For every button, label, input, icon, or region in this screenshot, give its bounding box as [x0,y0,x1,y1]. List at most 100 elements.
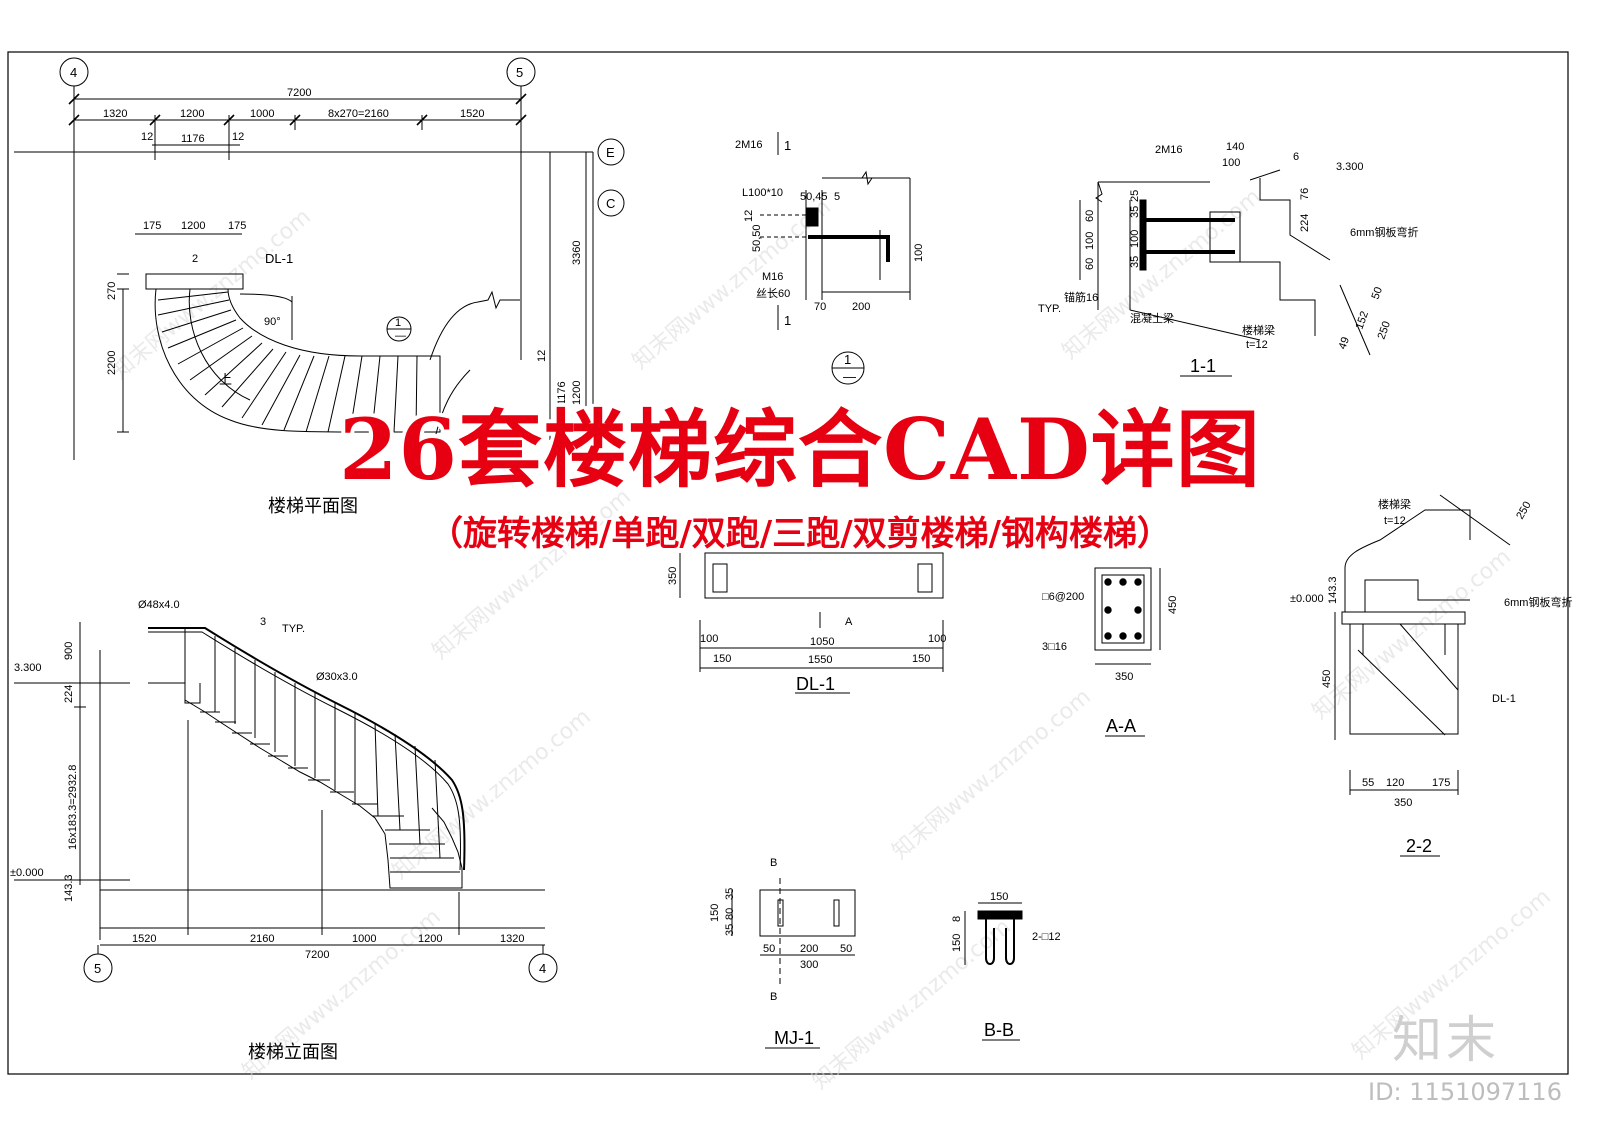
dim-49: 49 [1337,335,1352,351]
axis-label-5: 5 [516,65,523,80]
detail-1 [760,132,911,385]
plan-dim: 1000 [250,108,274,120]
dim-76: 76 [1299,188,1311,200]
spec-m16: M16 [762,271,783,283]
dim-1550: 1550 [808,654,832,666]
plan-dim: 12 [536,350,548,362]
stirrup-spec: □6@200 [1042,591,1084,603]
dim-100b: 100 [928,633,946,645]
plan-dim: 1176 [181,133,205,145]
plan-dim: 1176 [556,381,568,405]
dim-120: 120 [1386,777,1404,789]
dim-1050: 1050 [810,636,834,648]
elev-dim-total: 7200 [305,949,329,961]
dim-35b: 35 [1129,256,1141,268]
plan-dim-total: 7200 [287,87,311,99]
axis-bubble-c [597,189,625,217]
dim-100b: 100 [1084,232,1096,250]
detail-1-1-texts: 2M16 140 100 6 3.300 76 224 6mm钢板弯折 60 1… [1038,141,1418,376]
dim-175: 175 [1432,777,1450,789]
dim-50: 50 [1370,285,1385,301]
plan-dim: 1520 [460,108,484,120]
detail-1-1-title: 1-1 [1190,356,1216,376]
section-mark-top: 1 [395,317,401,329]
dim-350: 350 [1394,797,1412,809]
dim-250: 250 [1376,320,1394,341]
plan-texts: 4 5 E C 7200 1320 1200 1000 8x270=2160 1… [70,65,615,516]
banner-title: 26套楼梯综合CAD详图 [339,400,1261,499]
spec-2m16: 2M16 [1155,144,1183,156]
dim-50a: 50 [763,943,775,955]
dim-5: 5 [834,191,840,203]
typ-label: TYP. [1038,303,1061,315]
beam-thickness: t=12 [1246,339,1268,351]
dl1-ref: DL-1 [1492,693,1516,705]
dim-1433: 143.3 [1327,576,1339,604]
watermark-text: 知末网www.znzmo.com [628,194,836,374]
d22-title: 2-2 [1406,836,1432,856]
elev-dim-risers: 16x183.3=2932.8 [67,765,79,850]
aa-title: A-A [1106,716,1136,736]
axis-label-c: C [606,196,615,211]
dim-35a: 35 [1129,206,1141,218]
detail-mj1-texts: B B 150 35 80 35 50 200 50 300 MJ-1 [709,857,852,1048]
dim-150: 150 [709,904,721,922]
spec-silk: 丝长60 [756,287,790,300]
plan-dim: 175 [228,220,246,232]
beam-label: 楼梯梁 [1378,497,1411,511]
dim-6: 6 [1293,151,1299,163]
dim-100a: 100 [700,633,718,645]
watermark-text: 知末网www.znzmo.com [808,914,1016,1094]
axis-label-e: E [606,145,615,160]
plan-dim: 12 [232,131,244,143]
steel-plate: 6mm钢板弯折 [1504,595,1572,609]
level-zero: ±0.000 [1290,593,1324,605]
brand-id: ID: 1151097116 [1368,1078,1562,1106]
watermark-text: 知末网www.znzmo.com [1308,544,1516,724]
circle-top: 1 [844,352,851,367]
detail-mj1 [731,878,856,1049]
banner-subtitle: （旋转楼梯/单跑/双跑/三跑/双剪楼梯/钢构楼梯） [428,514,1172,554]
dim-60a: 60 [1084,210,1096,222]
sheet-border [7,51,1569,1075]
elev-dim: 1000 [352,933,376,945]
elev-dim: 1520 [132,933,156,945]
bars-spec: 2-□12 [1032,931,1061,943]
detail-1-1 [1079,169,1371,377]
detail-aa-texts: □6@200 450 3□16 350 A-A [1042,591,1179,736]
dim-200: 200 [852,301,870,313]
section-num-bottom: 1 [784,313,791,328]
dim-70: 70 [814,301,826,313]
typ-num: 3 [260,616,266,628]
elev-dim: 1200 [418,933,442,945]
detail-2-2-texts: 楼梯梁 t=12 250 6mm钢板弯折 ±0.000 143.3 450 DL… [1290,497,1572,856]
bars-spec: 3□16 [1042,641,1067,653]
axis-label-5: 5 [94,961,101,976]
plan-dim-3360: 3360 [571,241,583,265]
dim-450: 450 [1321,670,1333,688]
dim-300: 300 [800,959,818,971]
spec-2m16: 2M16 [735,139,763,151]
dim-8: 8 [951,916,963,922]
elev-dim-900: 900 [63,642,75,660]
mj1-title: MJ-1 [774,1028,814,1048]
dim-152: 152 [1354,310,1372,331]
plan-dim: 1200 [181,220,205,232]
plan-dim: 175 [143,220,161,232]
plan-dim-270: 270 [106,282,118,300]
dim-150v: 150 [951,934,963,952]
detail-dl1 [679,552,944,694]
axis-bubble-e [597,138,625,166]
dim-5050: 50,50 [751,224,763,252]
dim-100c: 100 [1129,230,1141,248]
elev-dim-1433: 143.3 [63,874,75,902]
plan-mark-2: 2 [192,253,198,265]
detail-1-texts: 2M16 L100*10 50,45 5 12 50,50 M16 丝长60 7… [735,138,925,384]
brand-logo: 知末 [1392,1011,1500,1069]
detail-bb-texts: 150 8 150 2-□12 B-B [951,891,1061,1040]
dl-label: DL-1 [265,251,293,266]
detail-aa [1094,567,1161,737]
dim-350: 350 [667,567,679,585]
